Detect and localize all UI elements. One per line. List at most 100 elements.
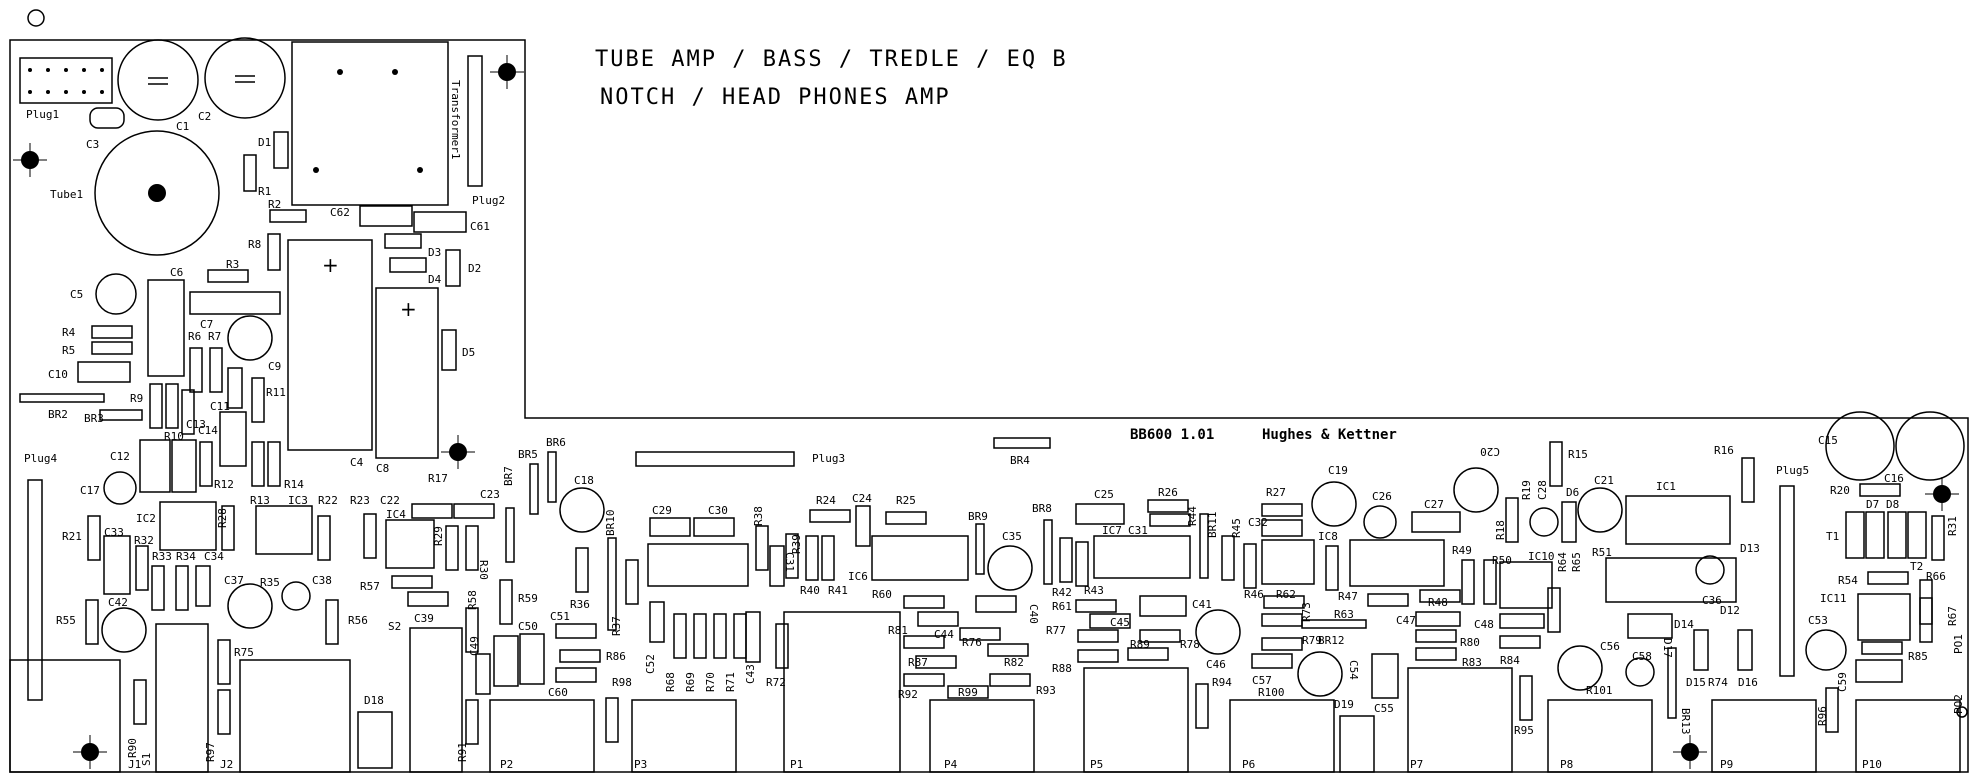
resistor-r86	[559, 649, 601, 663]
r51-label: R51	[1592, 546, 1612, 559]
ic-ic10	[1499, 561, 1553, 609]
c34-label: C34	[204, 550, 224, 563]
diode-d5	[441, 329, 457, 371]
resistor-r79	[1261, 637, 1303, 651]
capacitor-c30	[693, 517, 735, 537]
bridge-br7	[505, 507, 515, 563]
r57-label: R57	[360, 580, 380, 593]
c1-label: C1	[176, 120, 189, 133]
resistor-r1	[243, 154, 257, 192]
plug1-connector	[19, 57, 113, 104]
capacitor-c22	[411, 503, 453, 519]
c7-label: C7	[200, 318, 213, 331]
r79-label: R79	[1302, 634, 1322, 647]
capacitor-c20	[1453, 467, 1499, 513]
c60-label: C60	[548, 686, 568, 699]
s2-label: S2	[388, 620, 401, 633]
r50-label: R50	[1492, 554, 1512, 567]
r69-label: R69	[684, 672, 697, 692]
capacitor-c27	[1411, 511, 1461, 533]
c21-label: C21	[1594, 474, 1614, 487]
br9-label: BR9	[968, 510, 988, 523]
br13-label: BR13	[1679, 708, 1692, 735]
p7-label: P7	[1410, 758, 1423, 771]
diode-d7	[1865, 511, 1885, 559]
p8-label: P8	[1560, 758, 1573, 771]
capacitor-c41-box	[1139, 595, 1187, 617]
ic2-label: IC2	[136, 512, 156, 525]
r99-label: R99	[958, 686, 978, 699]
capacitor-c32	[1261, 519, 1303, 537]
c6-label: C6	[170, 266, 183, 279]
c11-label: C11	[210, 400, 230, 413]
br5-label: BR5	[518, 448, 538, 461]
r19-label: R19	[1520, 480, 1533, 500]
resistor-r43	[1075, 541, 1089, 587]
plug3-connector	[635, 451, 795, 467]
capacitor-c48	[1499, 613, 1545, 629]
plug2-label: Plug2	[472, 194, 505, 207]
r60-label: R60	[872, 588, 892, 601]
resistor-r62b	[1371, 653, 1399, 699]
resistor-r12	[199, 441, 213, 487]
r58-label: R58	[466, 590, 479, 610]
svg-text:+: +	[400, 297, 417, 321]
r25-label: R25	[896, 494, 916, 507]
r88-label: R88	[1052, 662, 1072, 675]
c57-label: C57	[1252, 674, 1272, 687]
r4-label: R4	[62, 326, 76, 339]
r97-label: R97	[204, 742, 217, 762]
r34-label: R34	[176, 550, 196, 563]
br12-label: BR12	[1318, 634, 1345, 647]
capacitor-c47	[1415, 611, 1461, 627]
c24-label: C24	[852, 492, 872, 505]
po1-label: PO1	[1952, 634, 1965, 654]
bridge-br3	[99, 409, 143, 421]
r44-label: R44	[1186, 506, 1199, 526]
c22-label: C22	[380, 494, 400, 507]
resistor-r4	[91, 325, 133, 339]
capacitor-c14	[219, 411, 247, 467]
c12-label: C12	[110, 450, 130, 463]
r83-label: R83	[1462, 656, 1482, 669]
r66-label: R66	[1926, 570, 1946, 583]
d4-label: D4	[428, 273, 442, 286]
resistor-r71	[733, 613, 747, 659]
c14-label: C14	[198, 424, 218, 437]
connector-p1	[783, 611, 901, 773]
resistor-r89	[1127, 647, 1169, 661]
c31-label-b: C31	[1128, 524, 1148, 537]
ic6-label: IC6	[848, 570, 868, 583]
capacitor-c21	[1577, 487, 1623, 533]
br6-label: BR6	[546, 436, 566, 449]
resistor-r50	[1483, 559, 1497, 605]
bridge-br9	[975, 523, 985, 575]
d3-label: D3	[428, 246, 441, 259]
resistor-r58	[465, 607, 479, 653]
resistor-r49	[1461, 559, 1475, 605]
c39-label: C39	[414, 612, 434, 625]
r45-label: R45	[1230, 518, 1243, 538]
resistor-r38	[755, 525, 769, 571]
c41-label: C41	[1192, 598, 1212, 611]
resistor-r54	[1867, 571, 1909, 585]
capacitor-c35	[987, 545, 1033, 591]
resistor-r11	[251, 377, 265, 423]
r91-label: R91	[456, 742, 469, 762]
tube-socket	[94, 130, 220, 256]
c62-label: C62	[330, 206, 350, 219]
connector-p10	[1855, 699, 1961, 773]
capacitor-c44	[917, 611, 959, 627]
capacitor-c15	[1825, 411, 1895, 481]
c17-label: C17	[80, 484, 100, 497]
plug4-connector	[27, 479, 43, 701]
jack-j2	[239, 659, 351, 773]
connector-p4	[929, 699, 1035, 773]
capacitor-c10	[77, 361, 131, 383]
resistor-r56	[325, 599, 339, 645]
resistor-r84	[1499, 635, 1541, 649]
capacitor-c8	[375, 287, 439, 459]
d15-label: D15	[1686, 676, 1706, 689]
ic-ic3	[255, 505, 313, 555]
